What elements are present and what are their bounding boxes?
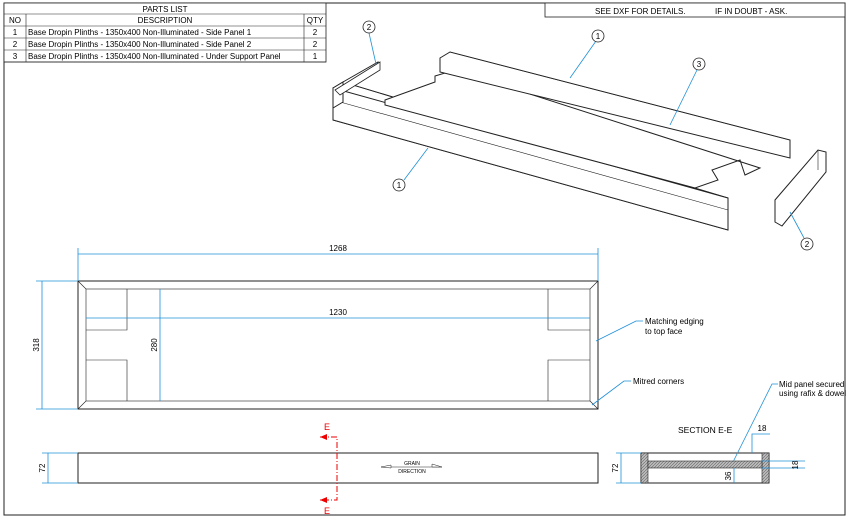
isometric-exploded-view: 2 1 3 1 2	[332, 20, 827, 251]
dim-width-inner: 280	[150, 338, 159, 352]
row-qty: 2	[313, 40, 318, 49]
plan-view: 1268 1230 318 280 Matching edging to top…	[32, 244, 704, 410]
dim-length-outer: 1268	[329, 244, 347, 253]
notes-box: SEE DXF FOR DETAILS. IF IN DOUBT - ASK.	[544, 2, 846, 18]
header-no: NO	[9, 16, 21, 25]
note-mid-panel-2: using rafix & dowel	[779, 389, 846, 398]
parts-list-title: PARTS LIST	[142, 5, 187, 14]
note-dxf: SEE DXF FOR DETAILS.	[595, 7, 686, 16]
row-no: 1	[13, 28, 18, 37]
dim-elevation-height: 72	[38, 463, 47, 472]
grain-label: GRAIN	[404, 461, 420, 467]
balloon-label: 2	[367, 23, 372, 32]
note-mitred: Mitred corners	[633, 377, 684, 386]
balloon-1	[392, 178, 406, 192]
section-title: SECTION E-E	[678, 425, 733, 435]
grain-direction-arrow: GRAIN DIRECTION	[380, 461, 443, 475]
balloon-label: 2	[805, 240, 810, 249]
note-edging-1: Matching edging	[645, 317, 704, 326]
row-description: Base Dropin Plinths - 1350x400 Non-Illum…	[28, 28, 252, 37]
dim-thickness-top: 18	[758, 424, 767, 433]
row-description: Base Dropin Plinths - 1350x400 Non-Illum…	[28, 52, 281, 61]
balloon-label: 1	[397, 181, 402, 190]
header-qty: QTY	[307, 16, 324, 25]
row-no: 2	[13, 40, 18, 49]
section-mark-top: E	[324, 422, 330, 432]
row-no: 3	[13, 52, 18, 61]
balloon-2	[362, 20, 376, 34]
note-doubt: IF IN DOUBT - ASK.	[715, 7, 787, 16]
dim-length-inner: 1230	[329, 308, 347, 317]
balloon-3	[692, 57, 706, 71]
dim-offset: 36	[724, 471, 733, 480]
note-mid-panel-1: Mid panel secured	[779, 380, 844, 389]
sheet-border	[3, 2, 846, 516]
elevation-view: 72 GRAIN DIRECTION E E	[38, 422, 599, 516]
row-description: Base Dropin Plinths - 1350x400 Non-Illum…	[28, 40, 252, 49]
direction-label: DIRECTION	[398, 469, 426, 475]
parts-list-table: PARTS LIST NO DESCRIPTION QTY 1 Base Dro…	[3, 2, 327, 63]
balloon-label: 1	[596, 32, 601, 41]
row-qty: 1	[313, 52, 318, 61]
section-line-e-e: E E	[320, 422, 338, 516]
balloon-1	[591, 29, 605, 43]
balloon-2	[800, 237, 814, 251]
header-description: DESCRIPTION	[138, 16, 193, 25]
row-qty: 2	[313, 28, 318, 37]
dim-section-height: 72	[611, 463, 620, 472]
dim-thickness-side: 18	[791, 460, 800, 469]
note-edging-2: to top face	[645, 327, 683, 336]
table-row: 3 Base Dropin Plinths - 1350x400 Non-Ill…	[13, 52, 318, 61]
dim-width-outer: 318	[32, 338, 41, 352]
section-e-e: SECTION E-E 72 18 18 36 Mid panel secure…	[611, 380, 846, 484]
table-row: 2 Base Dropin Plinths - 1350x400 Non-Ill…	[13, 40, 318, 49]
table-row: 1 Base Dropin Plinths - 1350x400 Non-Ill…	[13, 28, 318, 37]
section-mark-bottom: E	[324, 506, 330, 516]
balloon-label: 3	[697, 60, 702, 69]
